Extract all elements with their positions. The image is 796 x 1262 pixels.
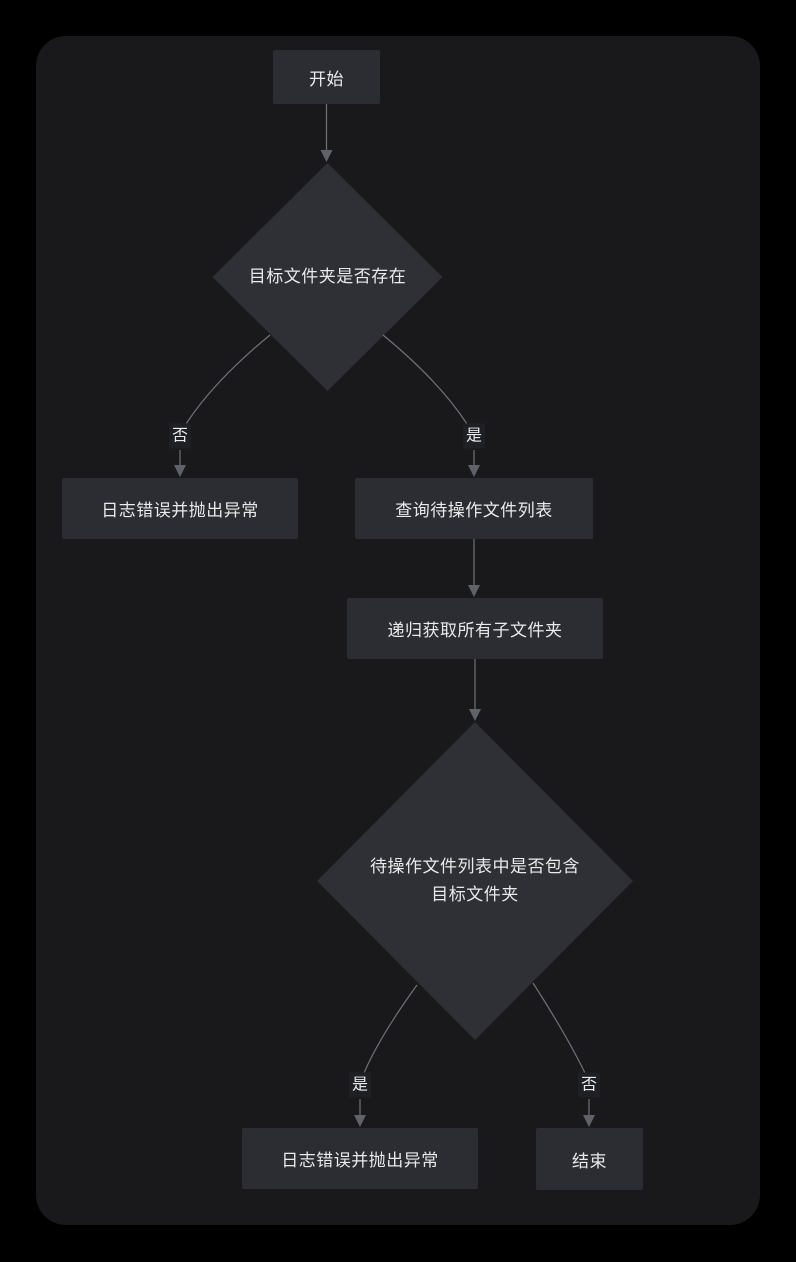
node-log-error-throw-1: 日志错误并抛出异常 — [62, 478, 298, 539]
decision-target-folder-exists-label: 目标文件夹是否存在 — [248, 267, 407, 286]
node-end: 结束 — [536, 1128, 643, 1190]
flowchart-shapes-and-connectors — [174, 104, 633, 1127]
node-start-label: 开始 — [309, 69, 344, 89]
node-query-pending-file-list-label: 查询待操作文件列表 — [395, 501, 553, 520]
edge-label-yes-2: 是 — [348, 1072, 372, 1098]
edge-label-no-2: 否 — [577, 1072, 601, 1098]
decision-list-contains-target: 待操作文件列表中是否包含 目标文件夹 — [317, 722, 633, 1040]
edge-label-yes-1: 是 — [462, 423, 486, 449]
connector-decision2-to-no-label — [532, 982, 586, 1074]
node-recursively-get-subfolders-label: 递归获取所有子文件夹 — [387, 621, 563, 640]
node-log-error-throw-1-label: 日志错误并抛出异常 — [101, 501, 259, 520]
node-log-error-throw-2-label: 日志错误并抛出异常 — [281, 1151, 439, 1170]
decision-list-contains-target-label-line2: 目标文件夹 — [431, 885, 519, 904]
flowchart-canvas: 开始 日志错误并抛出异常 查询待操作文件列表 递归获取所有子文件夹 日志错误并抛… — [36, 36, 760, 1225]
node-start: 开始 — [273, 50, 380, 104]
decision-shape-target-folder-exists — [212, 163, 443, 391]
connector-decision1-to-no-label — [185, 334, 271, 425]
node-recursively-get-subfolders: 递归获取所有子文件夹 — [347, 598, 603, 659]
decision-shape-list-contains-target — [317, 722, 633, 1040]
node-log-error-throw-2: 日志错误并抛出异常 — [242, 1128, 478, 1189]
node-query-pending-file-list: 查询待操作文件列表 — [355, 478, 593, 539]
edge-label-no-1: 否 — [168, 423, 192, 449]
connector-decision2-to-yes-label — [363, 984, 418, 1074]
node-end-label: 结束 — [572, 1151, 607, 1171]
decision-target-folder-exists: 目标文件夹是否存在 — [212, 163, 443, 391]
decision-list-contains-target-label-line1: 待操作文件列表中是否包含 — [370, 857, 580, 876]
connector-decision1-to-yes-label — [382, 334, 468, 425]
